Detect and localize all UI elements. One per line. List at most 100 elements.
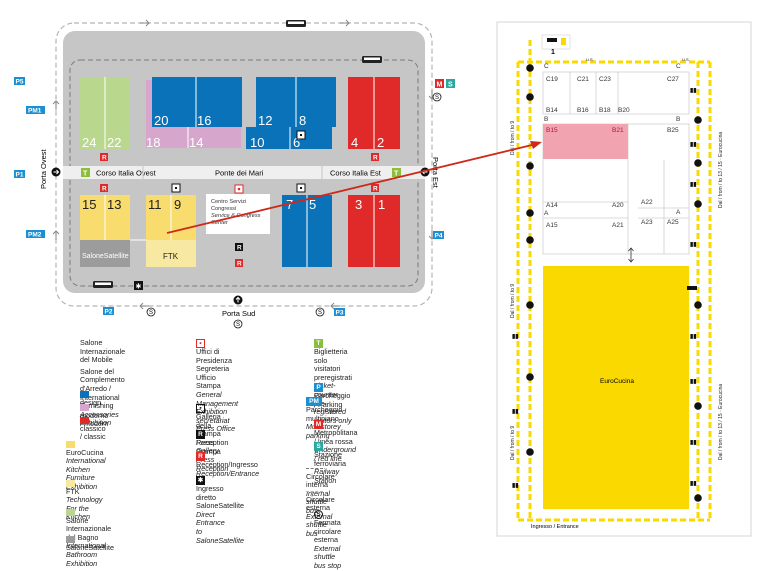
- legend-text: Ufficio Stampa: [196, 372, 221, 391]
- centro-servizi-building[interactable]: [206, 194, 270, 234]
- centro-servizi-label: Center: [211, 220, 229, 226]
- hall-label: 20: [154, 113, 168, 128]
- legend-text: Segreteria: [196, 364, 230, 374]
- parking-badges: P5 PM1 P1 PM2 P2 P3 P4: [14, 77, 444, 317]
- legend-text: International Bathroom Exhibition: [66, 541, 106, 568]
- legend-text: Parcheggio multipiano: [306, 405, 343, 423]
- svg-text:▮▮: ▮▮: [512, 409, 519, 415]
- parking-badge: [26, 230, 45, 238]
- stand-label: A15: [546, 222, 558, 229]
- stand-label: C19: [546, 76, 558, 83]
- legend-text: Ticket-counter: [314, 381, 338, 399]
- svg-text:▮▮: ▮▮: [512, 334, 519, 340]
- centro-servizi-label: Centro Servizi: [211, 199, 246, 205]
- direct-entrance-icon: ✱: [196, 476, 205, 485]
- hall-label: 3: [355, 197, 362, 212]
- parking-badge-label: P1: [16, 172, 24, 179]
- parking-badge: [26, 106, 45, 114]
- arrow-icon: [694, 159, 702, 167]
- legend-text: Reception Stampa: [196, 438, 229, 456]
- ticket-counter-icon: [392, 168, 401, 177]
- legend-text: Exhibition secretariat: [196, 407, 230, 425]
- stairs-icon: [561, 38, 566, 45]
- street-corso-italia-ovest: Corso Italia Ovest: [96, 169, 157, 178]
- hall-label: 18: [146, 135, 160, 150]
- parking-badge: [334, 308, 345, 316]
- bus-stop-letter: S: [236, 322, 240, 328]
- location-pointer-arrow: [166, 141, 542, 234]
- eurocucina-area[interactable]: [543, 266, 689, 509]
- stand-label: B16: [577, 107, 589, 114]
- salone-satellite-hall[interactable]: [80, 240, 130, 267]
- parking-badge-label: P5: [16, 79, 24, 86]
- gate-south[interactable]: [233, 295, 243, 305]
- stand-b15-b21-highlight[interactable]: [543, 124, 628, 159]
- hall-label: 15: [82, 197, 96, 212]
- arrow-icon: [526, 373, 534, 381]
- hall-label: 2: [377, 135, 384, 150]
- street-ponte-dei-mari: Ponte dei Mari: [215, 169, 264, 178]
- legend-text: Uffici di Presidenza: [196, 347, 232, 365]
- parking-badge: [433, 231, 444, 239]
- hall-label: 10: [250, 135, 264, 150]
- row-letter: C: [676, 63, 681, 70]
- multistorey-parking-icon: PM: [306, 397, 322, 406]
- stand-label: A14: [546, 202, 558, 209]
- legend-text: External shuttle bus stop: [314, 543, 342, 570]
- legend-text: Underground / red line: [314, 445, 356, 463]
- bus-stop-letter: S: [149, 310, 153, 316]
- bus-stop-icon: [146, 307, 156, 317]
- design-swatch: [80, 390, 89, 398]
- ftk-hall[interactable]: [146, 240, 196, 267]
- svg-text:✱: ✱: [136, 283, 142, 291]
- legend-text: del Mobile: [80, 355, 113, 365]
- reception-icon: [371, 153, 379, 161]
- hall-label: 7: [286, 197, 293, 212]
- parking-badge-label: P4: [435, 233, 443, 240]
- legend-text: Galleria della Stampa: [196, 412, 221, 439]
- stand-label: A20: [612, 202, 624, 209]
- legend-satellite: SaloneSatellite: [66, 535, 114, 552]
- hall-label: 8: [299, 113, 306, 128]
- ftk-swatch: [66, 479, 75, 487]
- legend-text: classico / classic: [80, 423, 106, 442]
- train-icon: S: [314, 442, 323, 451]
- legend-classico: classico / classic: [80, 416, 106, 442]
- legend-text: Metropolitana / linea rossa: [314, 428, 358, 446]
- ticket-counter-icon: [81, 168, 90, 177]
- gate-west[interactable]: [51, 167, 61, 177]
- hall-10-6-design[interactable]: [246, 127, 332, 149]
- legend-text: Parcheggio / Parking: [314, 391, 351, 409]
- svg-text:▮▮: ▮▮: [690, 88, 697, 94]
- svg-text:▮▮: ▮▮: [690, 440, 697, 446]
- arrow-icon: [526, 448, 534, 456]
- overview-map: 24 22 20 16 18 14 12 8 10 6 4 2 3 1 7 5 …: [14, 19, 455, 329]
- gate-label-south: Porta Sud: [222, 309, 255, 318]
- hall-label: 9: [174, 197, 181, 212]
- ticket-counter-icon: T: [314, 339, 323, 348]
- hall-label: 24: [82, 135, 96, 150]
- row-letter: A: [544, 210, 549, 217]
- legend-text: General Management: [196, 389, 238, 408]
- arrow-icon: [526, 162, 534, 170]
- hall-label: 11: [148, 197, 162, 212]
- hall-label: 12: [258, 113, 272, 128]
- ftk-label: FTK: [163, 252, 179, 261]
- legend-text: Accessories Exhibition: [80, 409, 119, 428]
- reception-icon: R: [196, 452, 205, 461]
- legend-text: Press Gallery: [196, 437, 219, 456]
- moderno-swatch: [80, 403, 89, 411]
- legend-text: Circolare esterna: [306, 494, 335, 513]
- legend-text: Salone Internazionale: [80, 338, 126, 356]
- press-reception-icon-letter: R: [237, 245, 242, 252]
- stand-label: B18: [599, 107, 611, 114]
- stand-label: B20: [618, 107, 630, 114]
- stand-label: B14: [546, 107, 558, 114]
- hall-20-16-design[interactable]: [152, 77, 242, 127]
- svg-text:▮▮: ▮▮: [690, 481, 697, 487]
- hall-label: 14: [189, 135, 203, 150]
- reception-icon: [235, 259, 243, 267]
